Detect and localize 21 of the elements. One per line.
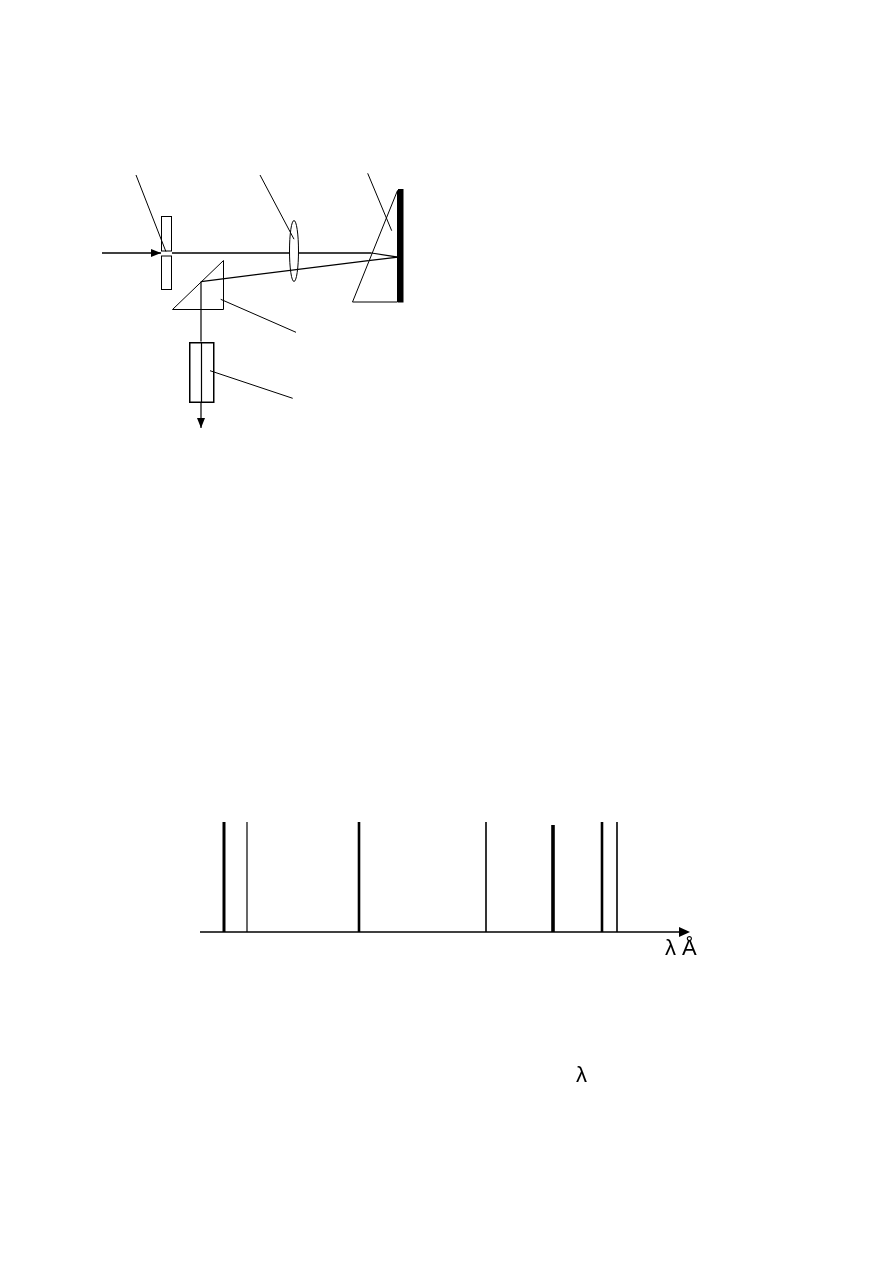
light-ray bbox=[298, 252, 373, 254]
light-arrow bbox=[197, 401, 205, 429]
light-ray bbox=[370, 252, 399, 258]
axis-label: λ Å bbox=[665, 937, 697, 959]
light-ray bbox=[171, 252, 290, 254]
detector-tube bbox=[188, 341, 214, 403]
leader-line bbox=[209, 370, 294, 399]
light-arrow bbox=[101, 249, 162, 257]
symbol-label: λ bbox=[576, 1064, 587, 1086]
lens bbox=[289, 220, 299, 282]
mirror bbox=[398, 189, 404, 303]
leader-line bbox=[135, 174, 167, 252]
slit bbox=[161, 216, 172, 290]
light-ray bbox=[200, 281, 202, 343]
right-angle-prism bbox=[171, 260, 224, 310]
light-ray bbox=[367, 256, 399, 262]
prism bbox=[351, 190, 398, 303]
leader-line bbox=[259, 174, 295, 240]
leader-line bbox=[220, 298, 297, 333]
leader-line bbox=[367, 172, 393, 232]
light-ray bbox=[200, 260, 369, 283]
